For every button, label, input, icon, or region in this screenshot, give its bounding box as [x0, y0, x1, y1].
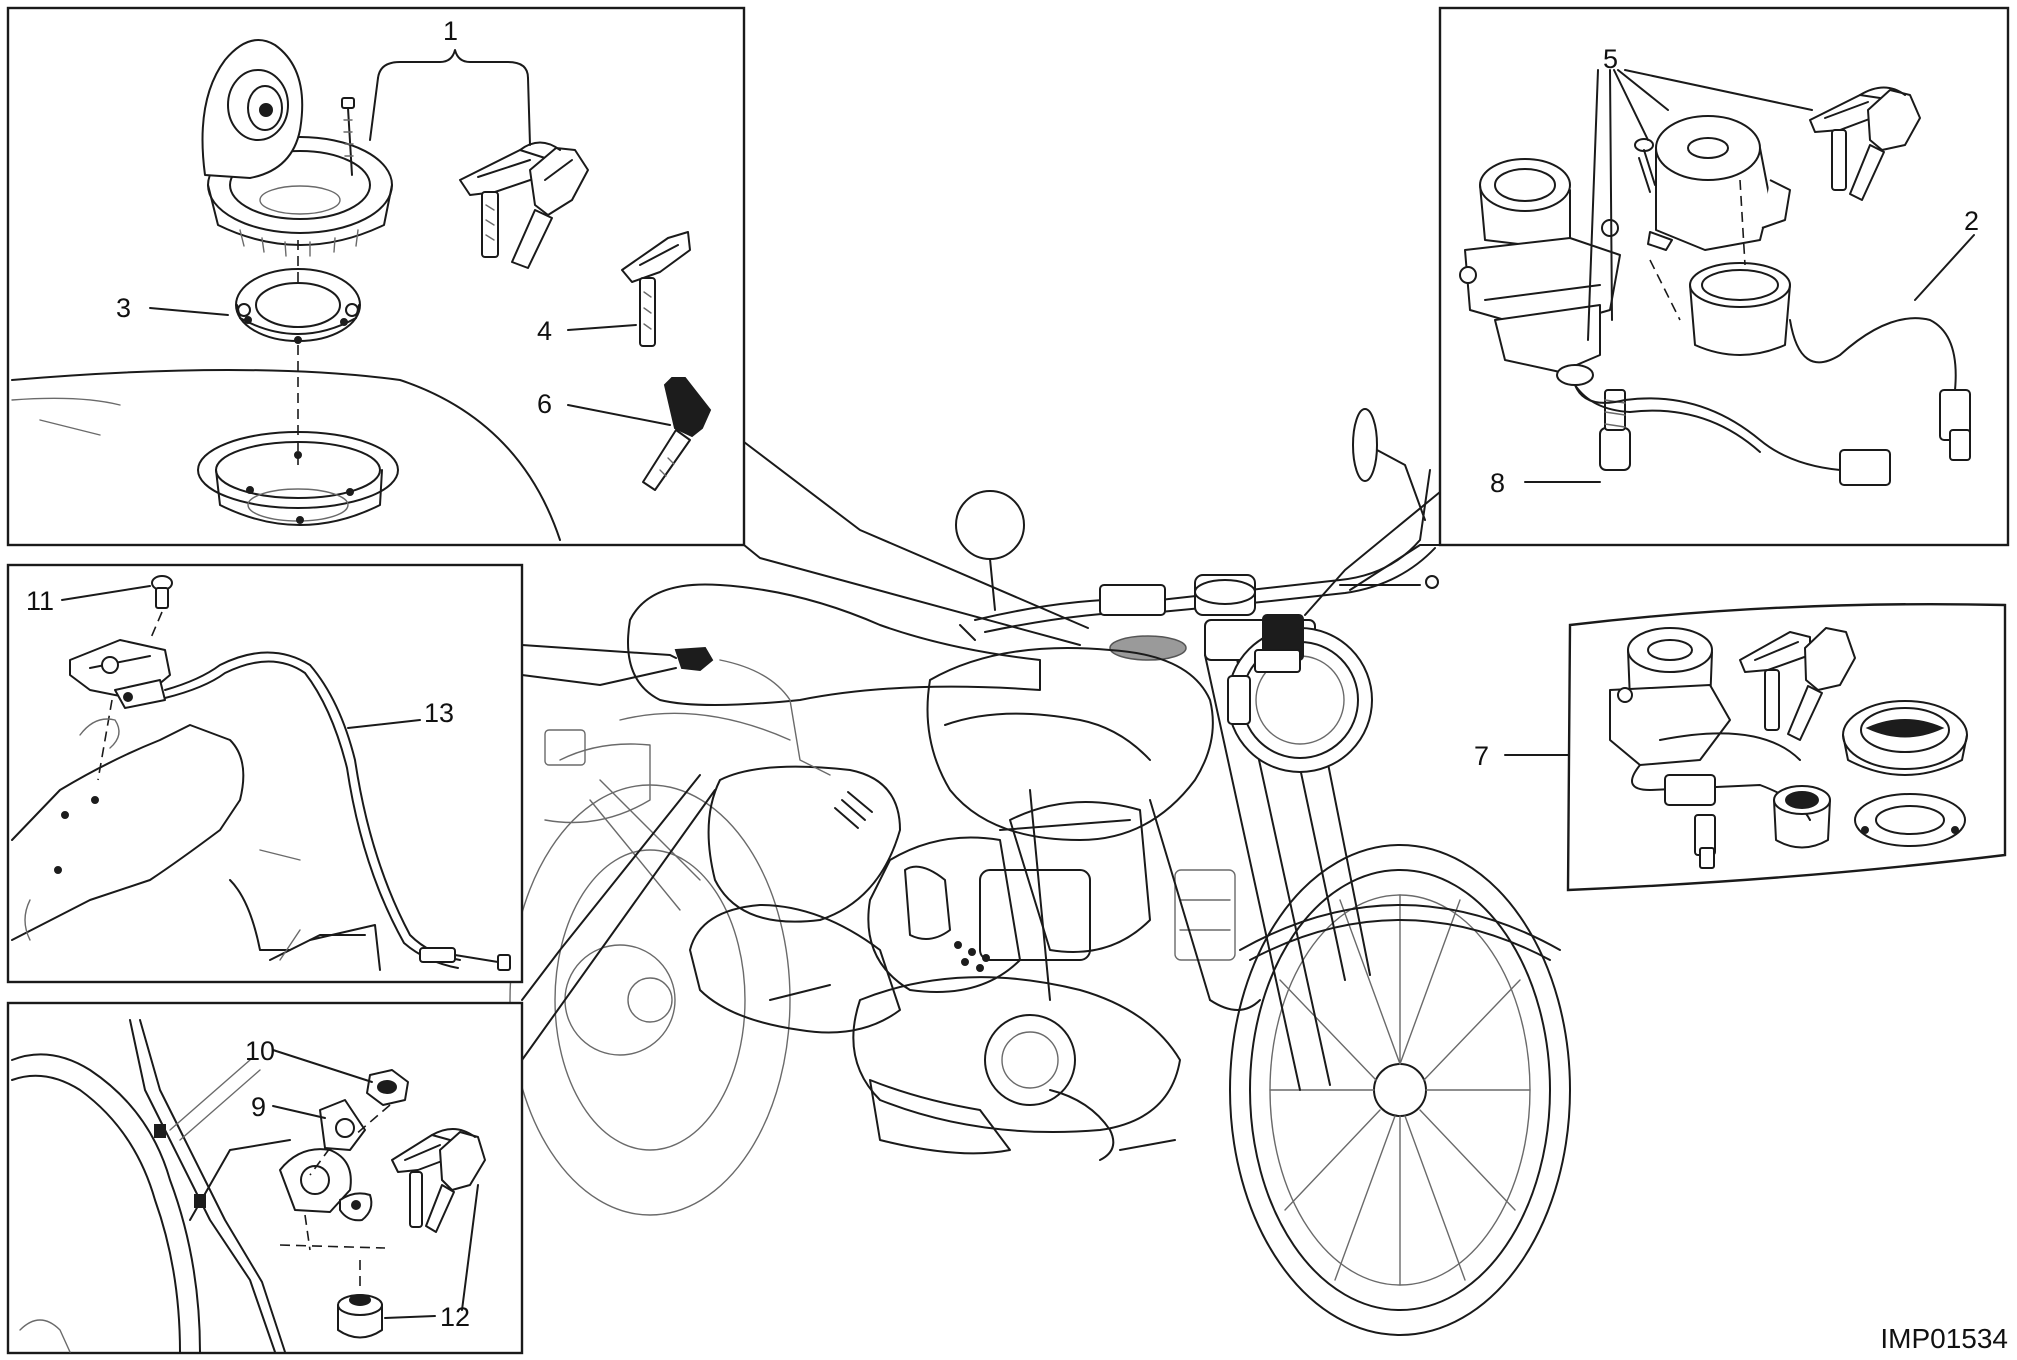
panel-side-lock: 10 9 12	[6, 774, 716, 1355]
handlebar-and-mirrors	[955, 408, 1439, 641]
seat-lock-latch	[69, 639, 171, 709]
ignition-screw-upper	[1634, 138, 1656, 193]
kit-ignition	[1609, 627, 1731, 766]
callout-12: 12	[440, 1302, 470, 1332]
engine	[852, 801, 1236, 1133]
panel-ignition-switch: 5 2 8	[1304, 6, 2010, 616]
fuel-tank	[926, 647, 1214, 841]
key-set-12	[391, 1128, 486, 1233]
rear-wheel	[509, 784, 791, 1216]
panel-key-kit: 7	[1474, 602, 2007, 892]
key-6-black	[642, 377, 712, 491]
lock-body	[279, 1148, 373, 1222]
rear-frame	[544, 729, 701, 911]
panel-fuel-cap: 1 3 4 6	[6, 6, 1089, 646]
callout-3: 3	[116, 293, 131, 323]
kit-keys	[1739, 627, 1856, 741]
seat-lock-screw	[151, 575, 173, 609]
panel-seat-lock: 11 13	[6, 563, 677, 984]
fuel-cap-screw	[341, 97, 355, 176]
fuel-cap	[201, 39, 393, 257]
callout-1: 1	[443, 16, 458, 46]
key-set-1	[459, 141, 589, 269]
seat	[627, 583, 1041, 706]
callout-11: 11	[26, 586, 54, 616]
callout-13: 13	[424, 698, 454, 728]
kit-gasket	[1854, 793, 1966, 847]
side-panel	[707, 765, 901, 923]
seat-lock-location	[674, 646, 714, 672]
drawing-code: IMP01534	[1880, 1323, 2008, 1354]
callout-5: 5	[1603, 44, 1618, 74]
motorcycle-outline	[509, 408, 1571, 1336]
callout-6: 6	[537, 389, 552, 419]
lock-barrel	[337, 1294, 383, 1339]
callout-4: 4	[537, 316, 552, 346]
key-4	[621, 231, 691, 347]
ignition-cover	[1647, 115, 1791, 251]
lock-nut	[366, 1069, 409, 1106]
fuel-cap-gasket	[235, 268, 361, 344]
ignition-switch-body	[1459, 158, 1621, 386]
callout-7: 7	[1474, 741, 1489, 771]
ignition-switch-location	[1254, 614, 1304, 673]
kit-fuel-cap	[1842, 700, 1968, 776]
front-wheel	[1229, 844, 1571, 1336]
callout-2: 2	[1964, 206, 1979, 236]
exhaust	[689, 904, 1115, 1161]
fuel-cap-location-highlight	[1109, 635, 1187, 661]
kit-lock-barrel	[1773, 785, 1831, 849]
callout-10: 10	[245, 1036, 275, 1066]
callout-9: 9	[251, 1092, 266, 1122]
ignition-ring	[1689, 262, 1791, 356]
callout-8: 8	[1490, 468, 1505, 498]
key-set-5	[1809, 86, 1921, 201]
lock-clip	[319, 1099, 366, 1151]
